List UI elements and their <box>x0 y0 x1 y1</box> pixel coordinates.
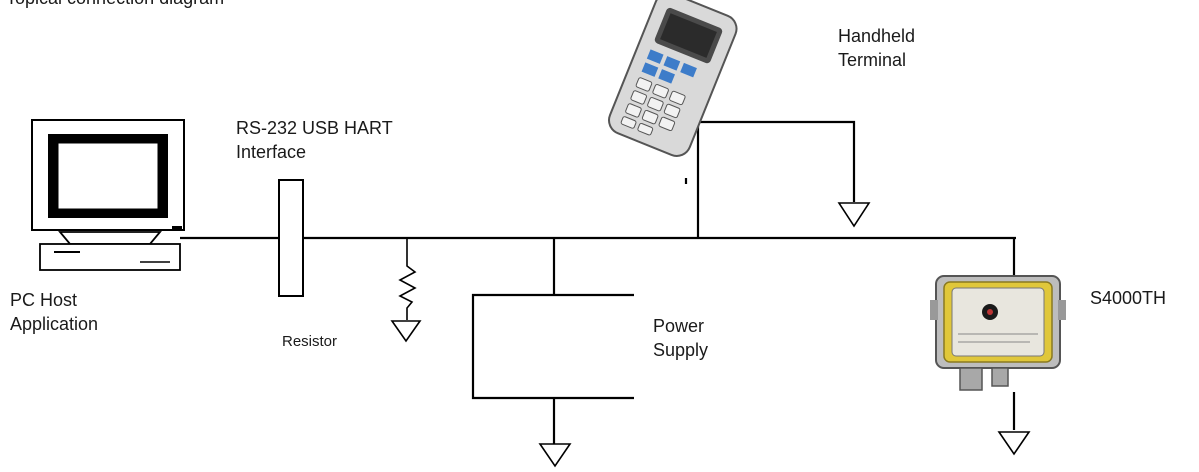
power-supply-symbol <box>471 238 634 468</box>
pc-host-label-line2: Application <box>10 314 99 334</box>
resistor-label: Resistor <box>282 333 338 350</box>
power-ground-symbol-icon <box>538 443 572 468</box>
resistor-ground-symbol-icon <box>390 320 422 343</box>
handheld-terminal-icon <box>608 0 738 157</box>
handheld-connection-wires <box>684 120 871 238</box>
device-label: S4000TH <box>1090 288 1167 308</box>
interface-label-line2: Interface <box>236 142 307 162</box>
pc-host-label-line1: PC Host <box>10 290 78 310</box>
hart-interface-box <box>278 179 304 297</box>
power-supply-label-line2: Supply <box>653 340 709 360</box>
interface-label-line1: RS-232 USB HART <box>236 118 393 138</box>
handheld-ground-symbol-icon <box>837 202 871 228</box>
handheld-label: Handheld Terminal <box>838 24 915 72</box>
top-caption: Topical connection diagram <box>6 0 224 10</box>
power-supply-label-line1: Power <box>653 316 705 336</box>
interface-label: RS-232 USB HART Interface <box>236 116 393 164</box>
resistor-symbol-icon <box>398 238 417 320</box>
pc-host-label: PC Host Application <box>10 288 98 336</box>
handheld-label-line1: Handheld <box>838 26 916 46</box>
pc-icon-group <box>31 119 185 271</box>
handheld-label-line2: Terminal <box>838 50 907 70</box>
power-supply-label: Power Supply <box>653 314 708 362</box>
device-ground-symbol-icon <box>997 431 1031 456</box>
gas-detector-icon <box>930 275 1066 391</box>
